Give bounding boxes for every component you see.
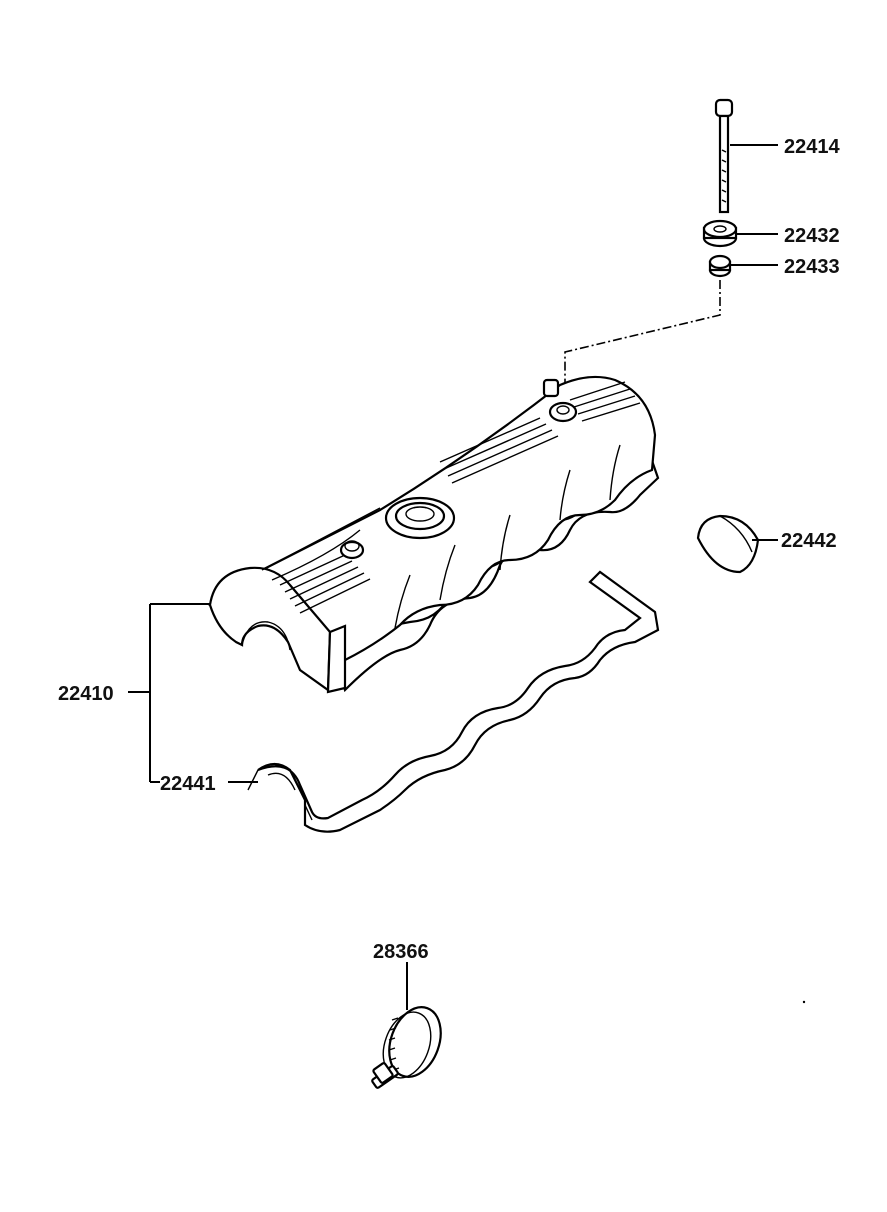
part-number-22414: 22414 <box>784 136 840 158</box>
cover-bracket <box>128 603 210 783</box>
bolt-part <box>714 98 734 214</box>
part-number-22442: 22442 <box>781 530 837 552</box>
grommet-part <box>708 254 732 278</box>
part-number-22432: 22432 <box>784 225 840 247</box>
part-number-22433: 22433 <box>784 256 840 278</box>
valve-cover-part <box>208 375 660 694</box>
gasket-part <box>247 570 660 833</box>
part-number-22410: 22410 <box>58 683 114 705</box>
assembly-line <box>564 280 721 395</box>
washer-part <box>702 219 738 248</box>
part-number-28366: 28366 <box>373 941 429 963</box>
seal-part <box>696 514 760 574</box>
part-number-22441: 22441 <box>160 773 216 795</box>
speck <box>802 1000 806 1004</box>
clamp-part <box>371 1006 442 1089</box>
